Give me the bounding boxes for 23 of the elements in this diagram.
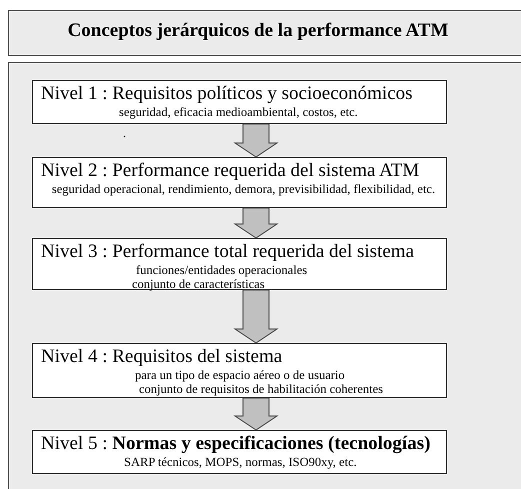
level-box bbox=[32, 238, 447, 290]
level-detail: funciones/entidades operacionales bbox=[136, 262, 308, 278]
level-box bbox=[32, 80, 447, 124]
level-box bbox=[32, 157, 447, 208]
level-heading: Nivel 1 : Requisitos políticos y socioeconómicos bbox=[41, 83, 413, 105]
block-arrow bbox=[233, 290, 279, 344]
level-detail: seguridad operacional, rendimiento, demora, previsibilidad, flexibilidad, etc. bbox=[52, 182, 436, 196]
block-arrow bbox=[233, 398, 279, 431]
level-detail: SARP técnicos, MOPS, normas, ISO90xy, etc. bbox=[124, 454, 357, 470]
level-box bbox=[32, 430, 447, 474]
level-detail: para un tipo de espacio aéreo o de usuario bbox=[135, 368, 345, 382]
level-detail: conjunto de características bbox=[132, 277, 265, 292]
level-heading: Nivel 3 : Performance total requerida del sistema bbox=[41, 241, 414, 263]
block-arrow bbox=[233, 124, 279, 158]
level-box bbox=[32, 343, 447, 398]
level-heading: Nivel 5 : Normas y especificaciones (tecnologías) bbox=[41, 433, 430, 455]
level-heading: Nivel 2 : Performance requerida del sistema ATM bbox=[41, 160, 420, 182]
title: Conceptos jerárquicos de la performance ATM bbox=[68, 18, 448, 43]
level-detail: conjunto de requisitos de habilitación coherentes bbox=[139, 382, 384, 397]
block-arrow bbox=[233, 208, 279, 239]
level-heading: Nivel 4 : Requisitos del sistema bbox=[41, 346, 282, 368]
stray-dot: . bbox=[123, 125, 126, 142]
level-detail: seguridad, eficacia medioambiental, costos, etc. bbox=[119, 104, 358, 120]
